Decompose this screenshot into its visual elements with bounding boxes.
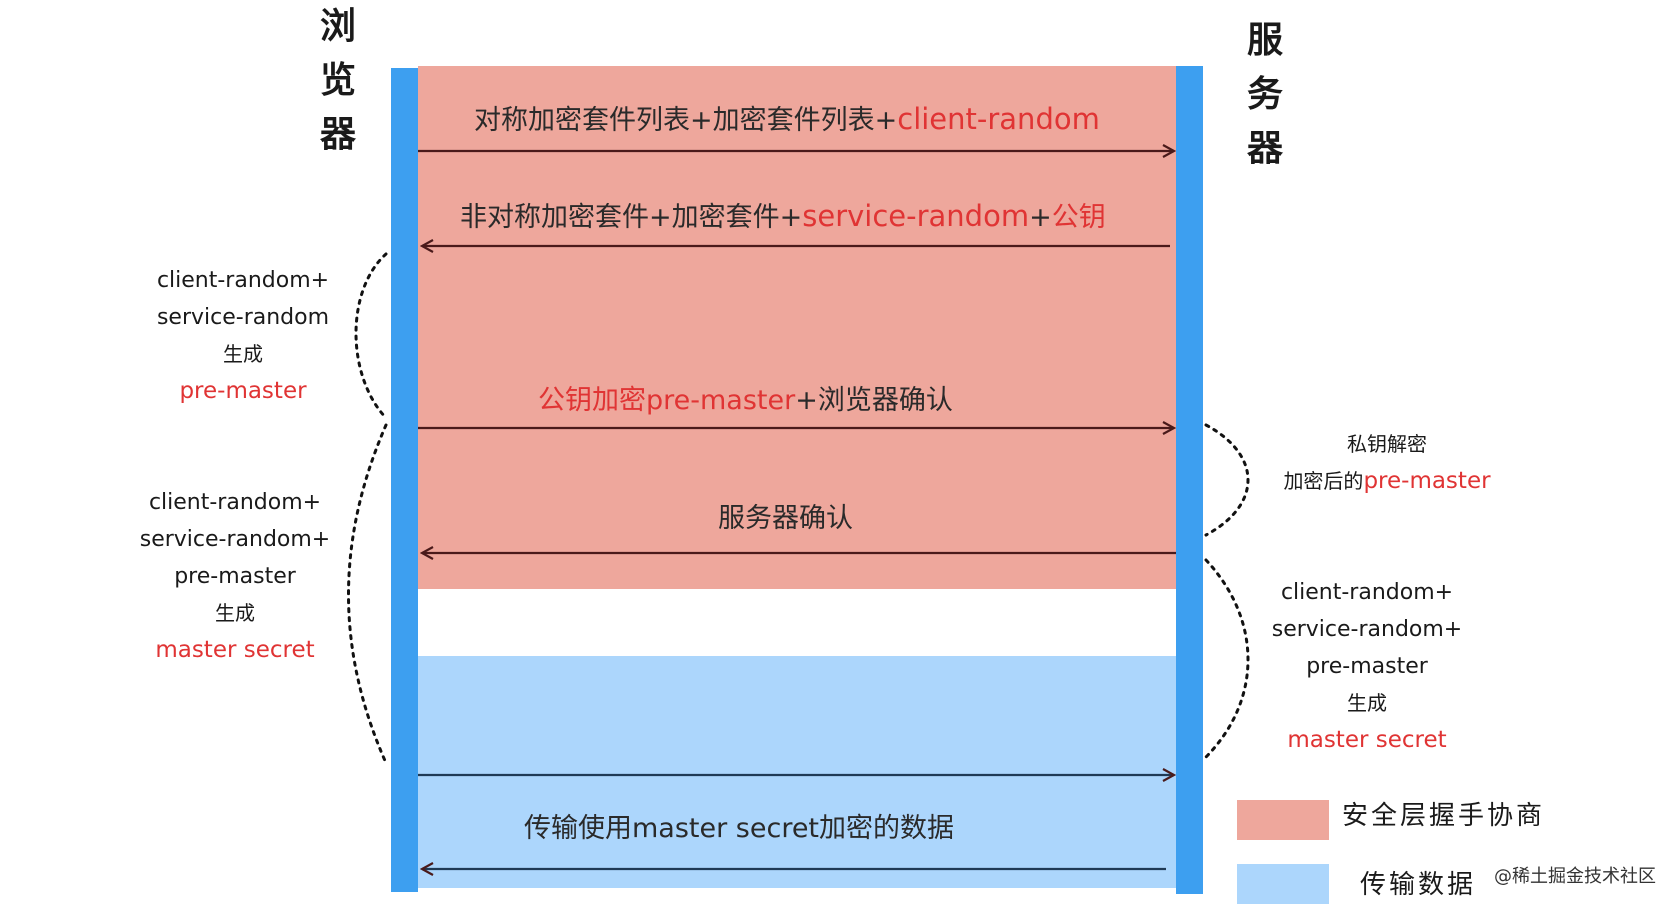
server-title: 服 务 器 [1246, 20, 1283, 169]
message-server-confirm: 服务器确认 [718, 503, 853, 534]
note-browser-premaster: client-random+ service-random 生成 pre-mas… [156, 268, 330, 404]
legend-swatch-data [1237, 864, 1329, 904]
note-server-decrypt: 私钥解密 加密后的pre-master [1283, 432, 1491, 494]
legend-label-handshake: 安全层握手协商 [1342, 801, 1546, 831]
note-server-master: client-random+ service-random+ pre-maste… [1271, 580, 1463, 753]
message-client-hello: 对称加密套件列表+加密套件列表+client-random [474, 102, 1100, 136]
message-encrypted-data: 传输使用master secret加密的数据 [524, 813, 955, 844]
brace-browser-premaster [354, 252, 388, 420]
watermark: @稀土掘金技术社区 [1494, 866, 1656, 887]
message-server-hello: 非对称加密套件+加密套件+service-random+公钥 [460, 199, 1106, 233]
handshake-region [418, 66, 1176, 589]
legend-label-data: 传输数据 [1360, 870, 1477, 900]
browser-lifeline [391, 68, 418, 892]
browser-title: 浏 览 器 [319, 6, 356, 155]
server-lifeline [1176, 66, 1203, 894]
message-premaster: 公钥加密pre-master+浏览器确认 [538, 385, 953, 416]
data-transfer-region [418, 656, 1176, 888]
brace-server-decrypt [1204, 423, 1250, 537]
brace-server-master [1204, 558, 1250, 759]
note-browser-master: client-random+ service-random+ pre-maste… [139, 490, 331, 663]
legend-swatch-handshake [1237, 800, 1329, 840]
brace-browser-master [347, 423, 388, 765]
